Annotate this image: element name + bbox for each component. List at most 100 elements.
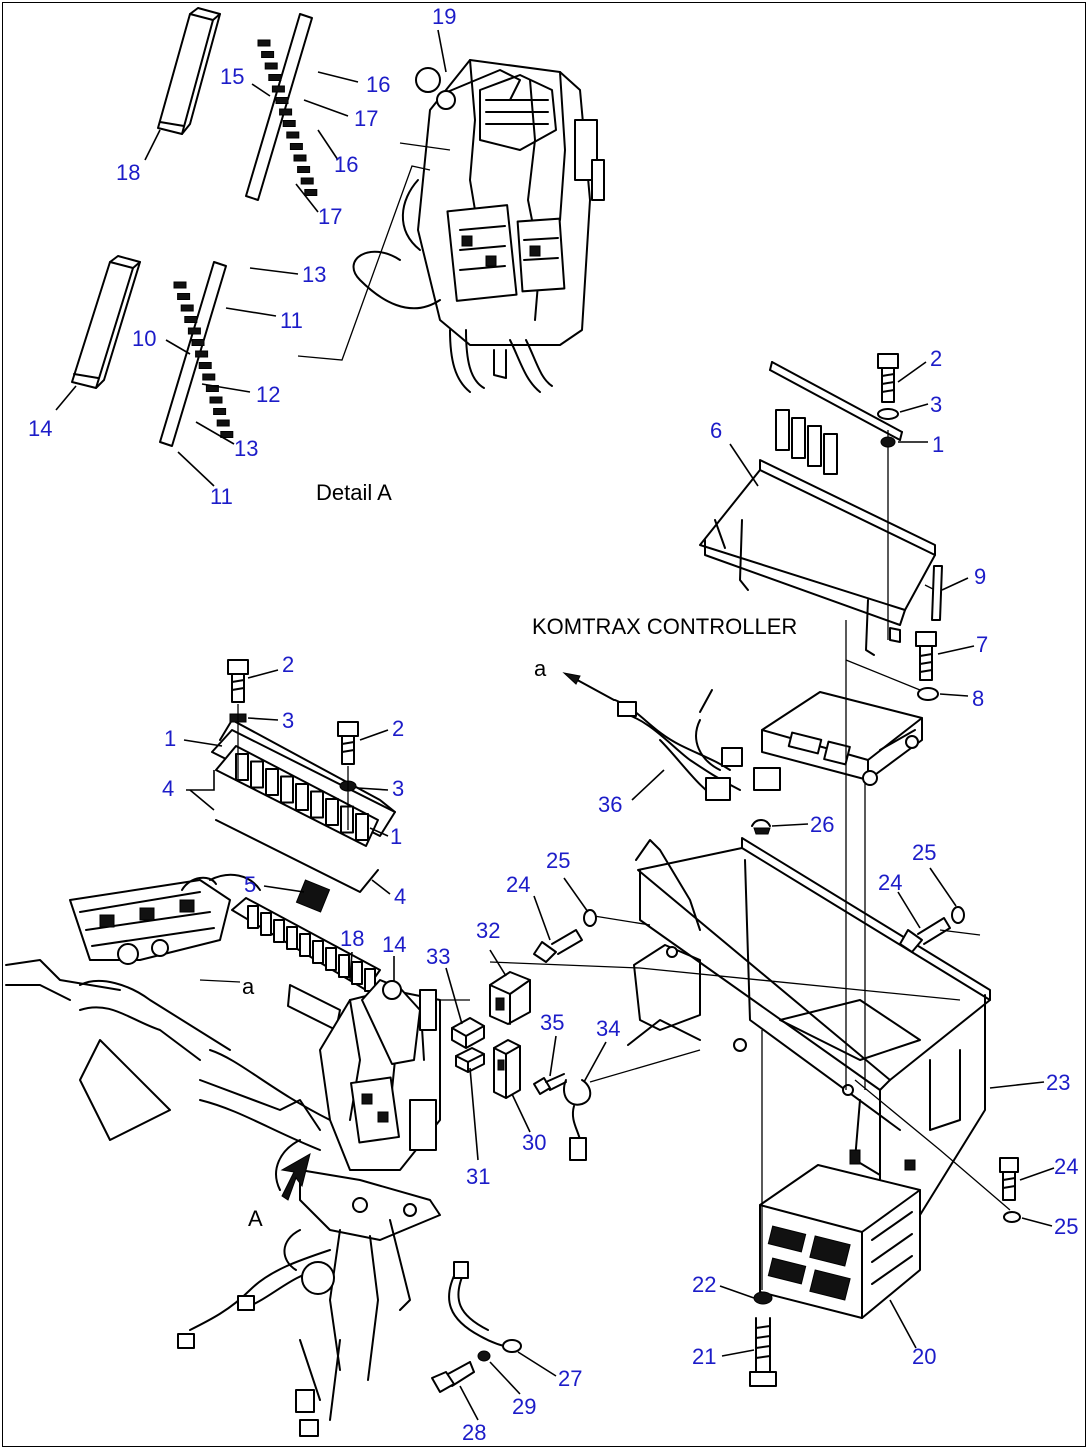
fuse-box-assembly-drawing	[297, 59, 605, 393]
callout: 28	[462, 1420, 486, 1445]
small-parts-drawing	[431, 971, 592, 1393]
callout: 1	[390, 824, 402, 849]
washer-25-mid-icon	[951, 906, 965, 924]
callout: 20	[912, 1344, 936, 1369]
callout: 1	[164, 726, 176, 751]
fuse-icon	[209, 396, 223, 404]
bolt-24-left-icon	[533, 929, 583, 963]
callout-numbers: 19 15 16 17 16 17 18 13 11 10 12 13 11 1…	[28, 4, 1078, 1445]
relay-icon	[823, 433, 838, 475]
callout: 16	[334, 152, 358, 177]
callout: 33	[426, 944, 450, 969]
fuse-icon	[213, 408, 227, 415]
mounting-bracket-23-drawing	[627, 837, 991, 1216]
fuse-icon	[279, 108, 293, 116]
fuse-icon	[177, 293, 191, 300]
bolt-24-right-icon	[999, 1157, 1019, 1201]
callout: 30	[522, 1130, 546, 1155]
arrow-a-view-icon	[280, 1152, 311, 1201]
callout: 17	[318, 204, 342, 229]
fuse-icon	[273, 919, 285, 943]
fuse-icon	[299, 933, 311, 957]
callout: 11	[210, 484, 233, 509]
fuse-icon	[247, 905, 259, 929]
relay-icon	[775, 409, 790, 451]
caption-komtrax-controller: KOMTRAX CONTROLLER	[532, 614, 797, 639]
callout: 17	[354, 106, 378, 131]
fuse-icon	[173, 281, 187, 289]
callout: 3	[392, 776, 404, 801]
callout: 34	[596, 1016, 620, 1041]
relay-icon	[235, 753, 249, 781]
callout: 14	[28, 416, 52, 441]
fuse-icon	[216, 419, 230, 427]
callout: 19	[432, 4, 456, 29]
relay-icon	[280, 775, 294, 804]
fuse-icon	[282, 120, 296, 127]
fuse-icon	[264, 62, 278, 70]
fuse-icon	[286, 131, 300, 139]
fuse-icon	[261, 51, 275, 58]
callout: 18	[340, 926, 364, 951]
callout: 36	[598, 792, 622, 817]
callout: 11	[280, 308, 303, 333]
callout: 13	[302, 262, 326, 287]
callout: 25	[546, 848, 570, 873]
fuse-icon	[300, 177, 314, 185]
callout: 23	[1046, 1070, 1070, 1095]
bolt-21-icon	[749, 1317, 777, 1387]
callout: 16	[366, 72, 390, 97]
harness-36-drawing	[614, 689, 781, 801]
fuse-icon	[184, 316, 198, 323]
hardware-right	[533, 353, 1021, 1387]
fuse-strip-10-drawing	[159, 261, 234, 447]
relay-block-4-drawing	[211, 719, 396, 913]
fuse-icon	[289, 143, 303, 150]
relay-32-icon	[489, 971, 531, 1025]
fuse-icon	[187, 327, 201, 335]
fuse-icon	[202, 373, 216, 381]
washer-25-left-icon	[583, 909, 597, 927]
fuse-icon	[293, 154, 307, 162]
callout: 7	[976, 632, 988, 657]
callout: 3	[930, 392, 942, 417]
fuse-icon	[260, 912, 272, 936]
relay-bracket-6-drawing	[699, 361, 936, 656]
callout: 24	[1054, 1154, 1078, 1179]
callout: 5	[244, 872, 256, 897]
fuse-icon	[304, 189, 318, 196]
fuse-icon	[325, 947, 337, 971]
callout: 1	[932, 432, 944, 457]
main-harness-drawing	[5, 873, 441, 1437]
connector-31-icon	[455, 1047, 485, 1073]
fuse-cover-14-drawing	[71, 255, 141, 389]
callout: 4	[394, 884, 406, 909]
callout: 2	[930, 346, 942, 371]
bolt-7-icon	[915, 631, 937, 681]
direction-arrows	[280, 672, 615, 1201]
caption-a-left: a	[242, 974, 255, 999]
callout: 32	[476, 918, 500, 943]
detail-a-group	[71, 7, 605, 447]
callout: 13	[234, 436, 258, 461]
callout: 25	[1054, 1214, 1078, 1239]
fuse-icon	[271, 85, 285, 93]
fuse-icon	[312, 940, 324, 964]
relay-icon	[295, 783, 309, 811]
komtrax-controller-drawing	[761, 691, 923, 786]
fuse-icon	[268, 74, 282, 81]
relay-icon	[265, 768, 279, 796]
callout: 27	[558, 1366, 582, 1391]
callout: 21	[692, 1344, 716, 1369]
caption-detail-a: Detail A	[316, 480, 392, 505]
callout: 24	[878, 870, 902, 895]
callout: 35	[540, 1010, 564, 1035]
bolt-2-top-icon	[877, 353, 899, 403]
fuse-icon	[220, 431, 234, 438]
washer-8-icon	[917, 687, 939, 701]
relay-icon	[325, 798, 339, 826]
hardware-left	[227, 659, 359, 830]
washer-22-icon	[753, 1291, 773, 1305]
nut-1-top-icon	[880, 436, 896, 448]
fuse-icon	[180, 304, 194, 312]
